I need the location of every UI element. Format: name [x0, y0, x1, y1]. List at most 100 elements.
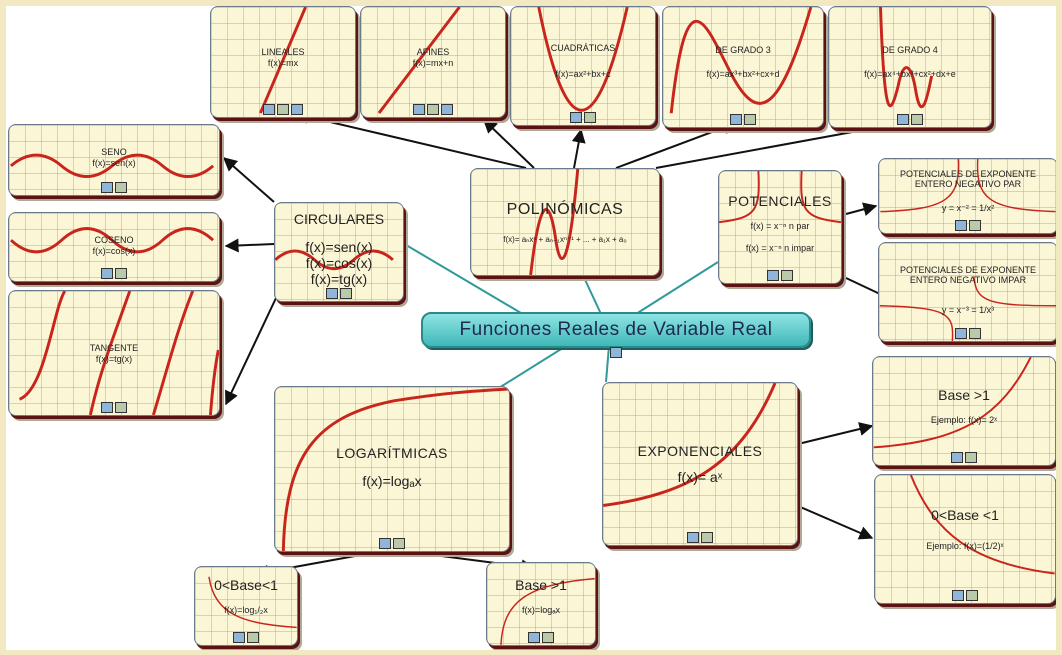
note-icon[interactable]	[965, 452, 977, 463]
potencial-par-title-line1: POTENCIALES DE EXPONENTE	[899, 169, 1037, 179]
node-afines[interactable]: AFINES f(x)=mx+n	[360, 6, 506, 118]
note-icon[interactable]	[115, 268, 127, 279]
node-logaritmicas[interactable]: LOGARÍTMICAS f(x)=logₐx	[274, 386, 510, 552]
image-icon[interactable]	[233, 632, 245, 643]
image-icon[interactable]	[955, 220, 967, 231]
node-exponenciales[interactable]: EXPONENCIALES f(x)= aˣ	[602, 382, 798, 546]
node-lineales[interactable]: LINEALES f(x)=mx	[210, 6, 356, 118]
seno-formula: f(x)=sen(x)	[92, 158, 136, 168]
image-icon[interactable]	[687, 532, 699, 543]
image-icon[interactable]	[528, 632, 540, 643]
lineales-curve	[259, 7, 307, 114]
image-icon[interactable]	[379, 538, 391, 549]
image-icon[interactable]	[101, 268, 113, 279]
exp-base-menor-formula: Ejemplo: f(x)=(1/2)ˣ	[926, 541, 1004, 551]
node-grado4[interactable]: DE GRADO 4 f(x)=ax⁴+bx³+cx²+dx+e	[828, 6, 992, 128]
arrow-to-potencial-impar	[845, 277, 881, 295]
note-icon[interactable]	[393, 538, 405, 549]
arrow-to-lineales	[294, 110, 527, 169]
node-potencial-impar[interactable]: POTENCIALES DE EXPONENTE ENTERO NEGATIVO…	[878, 242, 1056, 342]
note-icon[interactable]	[340, 288, 352, 299]
node-log-base-menor[interactable]: 0<Base<1 f(x)=log₁/₂x	[194, 566, 298, 646]
node-coseno[interactable]: COSENO f(x)=cos(x)	[8, 212, 220, 282]
node-circulares[interactable]: CIRCULARES f(x)=sen(x) f(x)=cos(x) f(x)=…	[274, 202, 404, 302]
arrow-to-tangente	[225, 297, 277, 406]
note-icon[interactable]	[277, 104, 289, 115]
node-icons	[879, 328, 1056, 339]
note-icon[interactable]	[115, 182, 127, 193]
node-grado3[interactable]: DE GRADO 3 f(x)=ax³+bx²+cx+d	[662, 6, 824, 128]
exp-base-mayor-title: Base >1	[938, 387, 990, 403]
note-icon[interactable]	[969, 220, 981, 231]
link-root-polinomicas	[580, 270, 602, 315]
potenciales-formula-impar: f(x) = x⁻ⁿ n impar	[745, 243, 815, 253]
polinomicas-curve	[529, 169, 580, 275]
link-icon[interactable]	[291, 104, 303, 115]
node-icons	[875, 590, 1055, 601]
node-potenciales[interactable]: POTENCIALES f(x) = x⁻ⁿ n par f(x) = x⁻ⁿ …	[718, 170, 842, 284]
image-icon[interactable]	[952, 590, 964, 601]
image-icon[interactable]	[570, 112, 582, 123]
potencial-impar-title-line2: ENTERO NEGATIVO IMPAR	[909, 275, 1027, 285]
potencial-impar-title-line1: POTENCIALES DE EXPONENTE	[899, 265, 1037, 275]
node-icons	[719, 270, 841, 281]
circulares-formula-sen: f(x)=sen(x)	[305, 239, 373, 255]
image-icon[interactable]	[263, 104, 275, 115]
note-icon[interactable]	[247, 632, 259, 643]
image-icon[interactable]	[326, 288, 338, 299]
note-icon[interactable]	[427, 104, 439, 115]
logaritmicas-title: LOGARÍTMICAS	[336, 445, 448, 461]
note-icon[interactable]	[115, 402, 127, 413]
node-exp-base-mayor[interactable]: Base >1 Ejemplo: f(x)= 2ˣ	[872, 356, 1056, 466]
image-icon[interactable]	[610, 347, 622, 358]
grado4-title: DE GRADO 4	[882, 45, 938, 55]
circulares-formula-tg: f(x)=tg(x)	[310, 271, 368, 287]
note-icon[interactable]	[744, 114, 756, 125]
potenciales-formula-par: f(x) = x⁻ⁿ n par	[750, 221, 810, 231]
node-polinomicas[interactable]: POLINÓMICAS f(x)= aₙxⁿ + aₙ₋₁xⁿ⁻¹ + ... …	[470, 168, 660, 276]
logaritmicas-formula: f(x)=logₐx	[362, 473, 422, 489]
log-base-menor-formula: f(x)=log₁/₂x	[224, 605, 268, 615]
root-node[interactable]: Funciones Reales de Variable Real	[421, 312, 811, 358]
note-icon[interactable]	[966, 590, 978, 601]
node-exp-base-menor[interactable]: 0<Base <1 Ejemplo: f(x)=(1/2)ˣ	[874, 474, 1056, 604]
grado4-curve	[879, 7, 934, 109]
note-icon[interactable]	[701, 532, 713, 543]
link-icon[interactable]	[441, 104, 453, 115]
grado3-title: DE GRADO 3	[715, 45, 771, 55]
link-root-circulares	[400, 241, 527, 317]
image-icon[interactable]	[101, 402, 113, 413]
exp-base-menor-curve	[909, 475, 1055, 575]
note-icon[interactable]	[911, 114, 923, 125]
log-base-mayor-title: Base >1	[515, 577, 567, 593]
image-icon[interactable]	[101, 182, 113, 193]
arrow-to-cuadraticas	[571, 128, 586, 169]
image-icon[interactable]	[730, 114, 742, 125]
grado3-formula: f(x)=ax³+bx²+cx+d	[706, 69, 780, 79]
image-icon[interactable]	[897, 114, 909, 125]
grado4-formula: f(x)=ax⁴+bx³+cx²+dx+e	[864, 69, 956, 79]
link-root-potenciales	[635, 261, 719, 315]
node-icons	[9, 268, 219, 279]
node-icons	[873, 452, 1055, 463]
link-root-exponenciales	[605, 345, 610, 383]
node-tangente[interactable]: TANGENTE f(x)=tg(x)	[8, 290, 220, 416]
coseno-title: COSENO	[94, 235, 134, 245]
log-base-mayor-curve	[500, 577, 595, 645]
note-icon[interactable]	[781, 270, 793, 281]
note-icon[interactable]	[584, 112, 596, 123]
coseno-curve	[10, 227, 215, 254]
note-icon[interactable]	[542, 632, 554, 643]
image-icon[interactable]	[413, 104, 425, 115]
image-icon[interactable]	[767, 270, 779, 281]
potencial-impar-curve	[879, 276, 1056, 341]
node-potencial-par[interactable]: POTENCIALES DE EXPONENTE ENTERO NEGATIVO…	[878, 158, 1056, 234]
node-log-base-mayor[interactable]: Base >1 f(x)=logₐx	[486, 562, 596, 646]
root-title: Funciones Reales de Variable Real	[459, 319, 773, 340]
node-seno[interactable]: SENO f(x)=sen(x)	[8, 124, 220, 196]
note-icon[interactable]	[969, 328, 981, 339]
image-icon[interactable]	[955, 328, 967, 339]
circulares-curve	[275, 249, 394, 271]
node-cuadraticas[interactable]: CUADRÁTICAS f(x)=ax²+bx+c	[510, 6, 656, 126]
image-icon[interactable]	[951, 452, 963, 463]
